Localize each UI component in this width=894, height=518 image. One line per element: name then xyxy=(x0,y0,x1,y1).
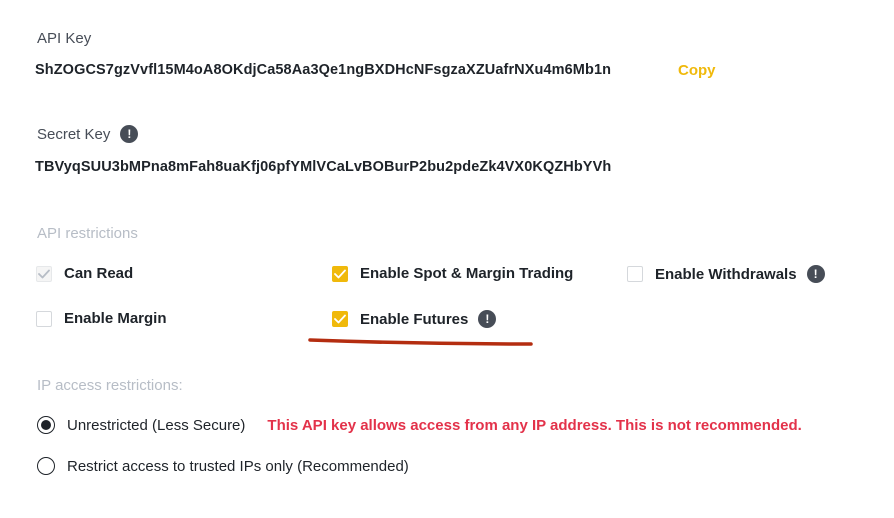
check-icon xyxy=(38,269,50,278)
copy-api-key-button[interactable]: Copy xyxy=(678,62,716,79)
check-icon xyxy=(334,314,346,324)
can-read-label: Can Read xyxy=(64,265,134,282)
api-key-value[interactable]: ShZOGCS7gzVvfl15M4oA8OKdjCa58Aa3Qe1ngBXD… xyxy=(35,62,612,78)
info-icon[interactable]: ! xyxy=(120,125,139,143)
ip-restrictions-label: IP access restrictions: xyxy=(37,377,183,394)
futures-option[interactable]: Enable Futures ! xyxy=(332,310,497,328)
margin-label: Enable Margin xyxy=(64,310,167,327)
unrestricted-option[interactable]: Unrestricted (Less Secure) This API key … xyxy=(37,416,802,434)
withdrawals-checkbox[interactable] xyxy=(627,266,643,282)
radio-selected-dot xyxy=(41,420,51,430)
margin-option[interactable]: Enable Margin xyxy=(36,310,167,327)
unrestricted-radio[interactable] xyxy=(37,416,55,434)
info-icon[interactable]: ! xyxy=(478,310,497,328)
spot-margin-label: Enable Spot & Margin Trading xyxy=(360,265,574,282)
restricted-option[interactable]: Restrict access to trusted IPs only (Rec… xyxy=(37,457,409,475)
api-restrictions-label: API restrictions xyxy=(37,225,138,242)
margin-checkbox[interactable] xyxy=(36,310,52,327)
secret-key-header: Secret Key ! xyxy=(37,125,139,143)
unrestricted-label: Unrestricted (Less Secure) xyxy=(67,416,246,434)
can-read-option: Can Read xyxy=(36,265,133,282)
info-icon[interactable]: ! xyxy=(806,265,825,283)
futures-label: Enable Futures xyxy=(360,310,469,328)
secret-key-value[interactable]: TBVyqSUU3bMPna8mFah8uaKfj06pfYMlVCaLvBOB… xyxy=(35,159,612,175)
spot-margin-option[interactable]: Enable Spot & Margin Trading xyxy=(332,265,573,282)
check-icon xyxy=(334,269,346,278)
restricted-radio[interactable] xyxy=(37,457,55,475)
futures-checkbox[interactable] xyxy=(332,311,348,327)
api-key-label: API Key xyxy=(37,30,92,47)
withdrawals-label: Enable Withdrawals xyxy=(655,265,797,283)
secret-key-label: Secret Key xyxy=(37,125,111,143)
restricted-label: Restrict access to trusted IPs only (Rec… xyxy=(67,457,409,475)
spot-margin-checkbox[interactable] xyxy=(332,265,348,282)
withdrawals-option[interactable]: Enable Withdrawals ! xyxy=(627,265,825,283)
unrestricted-warning: This API key allows access from any IP a… xyxy=(267,416,802,434)
underline-annotation xyxy=(308,338,533,346)
can-read-checkbox xyxy=(36,265,52,282)
